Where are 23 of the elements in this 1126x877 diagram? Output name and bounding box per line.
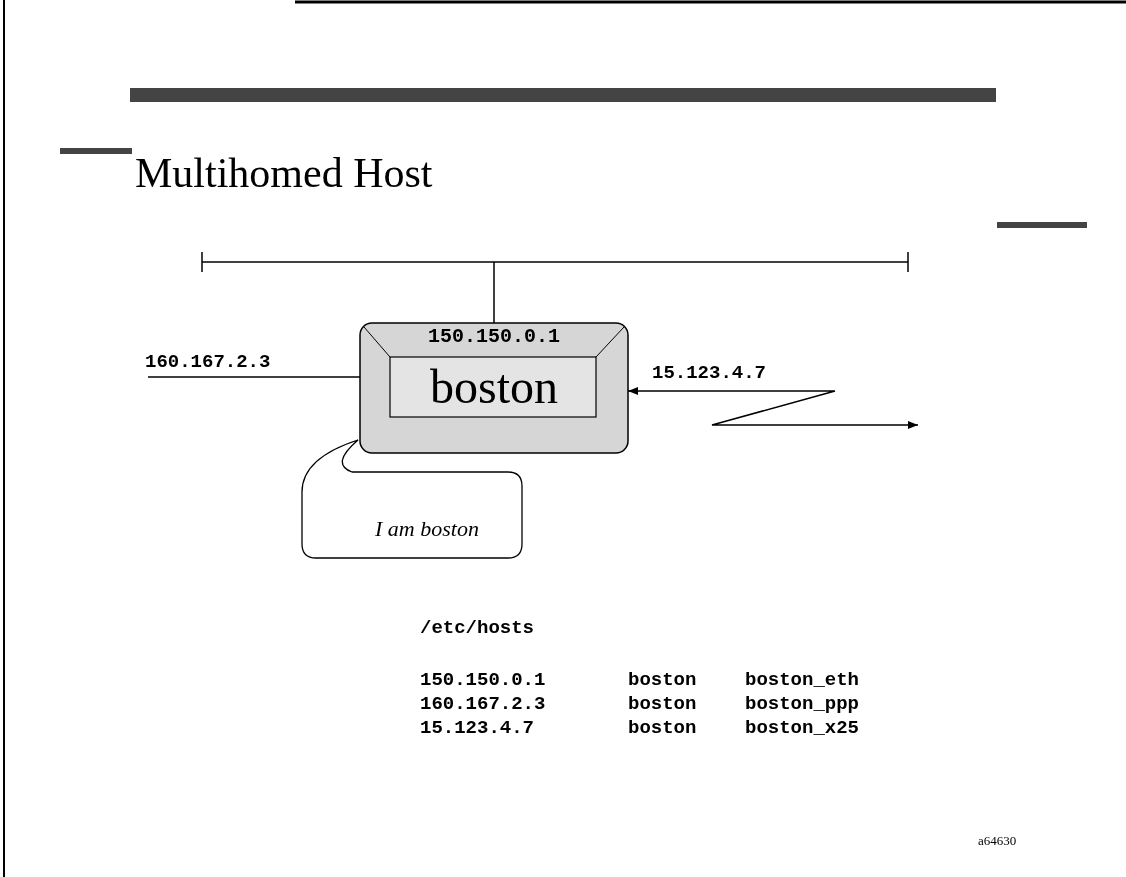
edge-label: 160.167.2.3 xyxy=(145,353,271,372)
table-entry: boston_eth xyxy=(745,671,860,690)
network-bus xyxy=(201,251,909,273)
table-entry: 160.167.2.3 xyxy=(420,695,546,714)
edge-label: 15.123.4.7 xyxy=(652,364,767,383)
file-heading: /etc/hosts xyxy=(420,619,535,638)
table-entry: 150.150.0.1 xyxy=(420,671,546,690)
table-entry: boston_ppp xyxy=(745,695,860,714)
table-entry: boston xyxy=(628,719,697,738)
table-entry: 15.123.4.7 xyxy=(420,719,535,738)
table-entry: boston xyxy=(628,695,697,714)
host-box xyxy=(359,322,629,454)
host-name: boston xyxy=(430,363,558,411)
link-line xyxy=(147,376,361,378)
speech-bubble xyxy=(301,439,523,559)
arrow xyxy=(627,387,919,429)
link-line xyxy=(493,261,495,324)
table-entry: boston_x25 xyxy=(745,719,860,738)
callout-text: I am boston xyxy=(375,518,479,540)
ip-address: 150.150.0.1 xyxy=(428,327,561,347)
table-entry: boston xyxy=(628,671,697,690)
title: Multihomed Host xyxy=(135,152,433,194)
figure-id: a64630 xyxy=(978,834,1017,847)
